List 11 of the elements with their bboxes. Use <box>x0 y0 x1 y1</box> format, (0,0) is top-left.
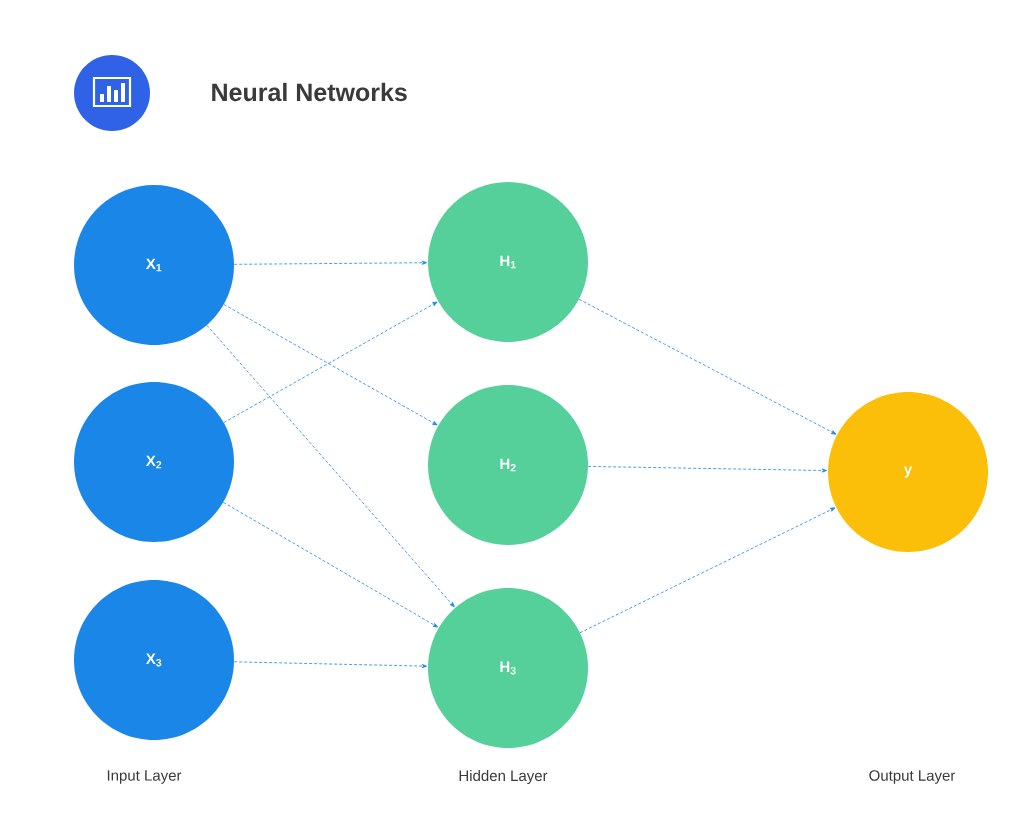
arrow <box>579 507 836 634</box>
arrow <box>233 260 427 265</box>
arrow <box>222 501 439 628</box>
layer-label: Hidden Layer <box>459 770 548 784</box>
title: Neural Networks <box>212 82 407 102</box>
layer-label: Input Layer <box>107 770 182 784</box>
layer-label: Output Layer <box>869 770 956 784</box>
arrow <box>587 466 828 473</box>
arrow <box>578 298 837 435</box>
arrow <box>206 324 455 608</box>
arrow <box>233 661 428 669</box>
